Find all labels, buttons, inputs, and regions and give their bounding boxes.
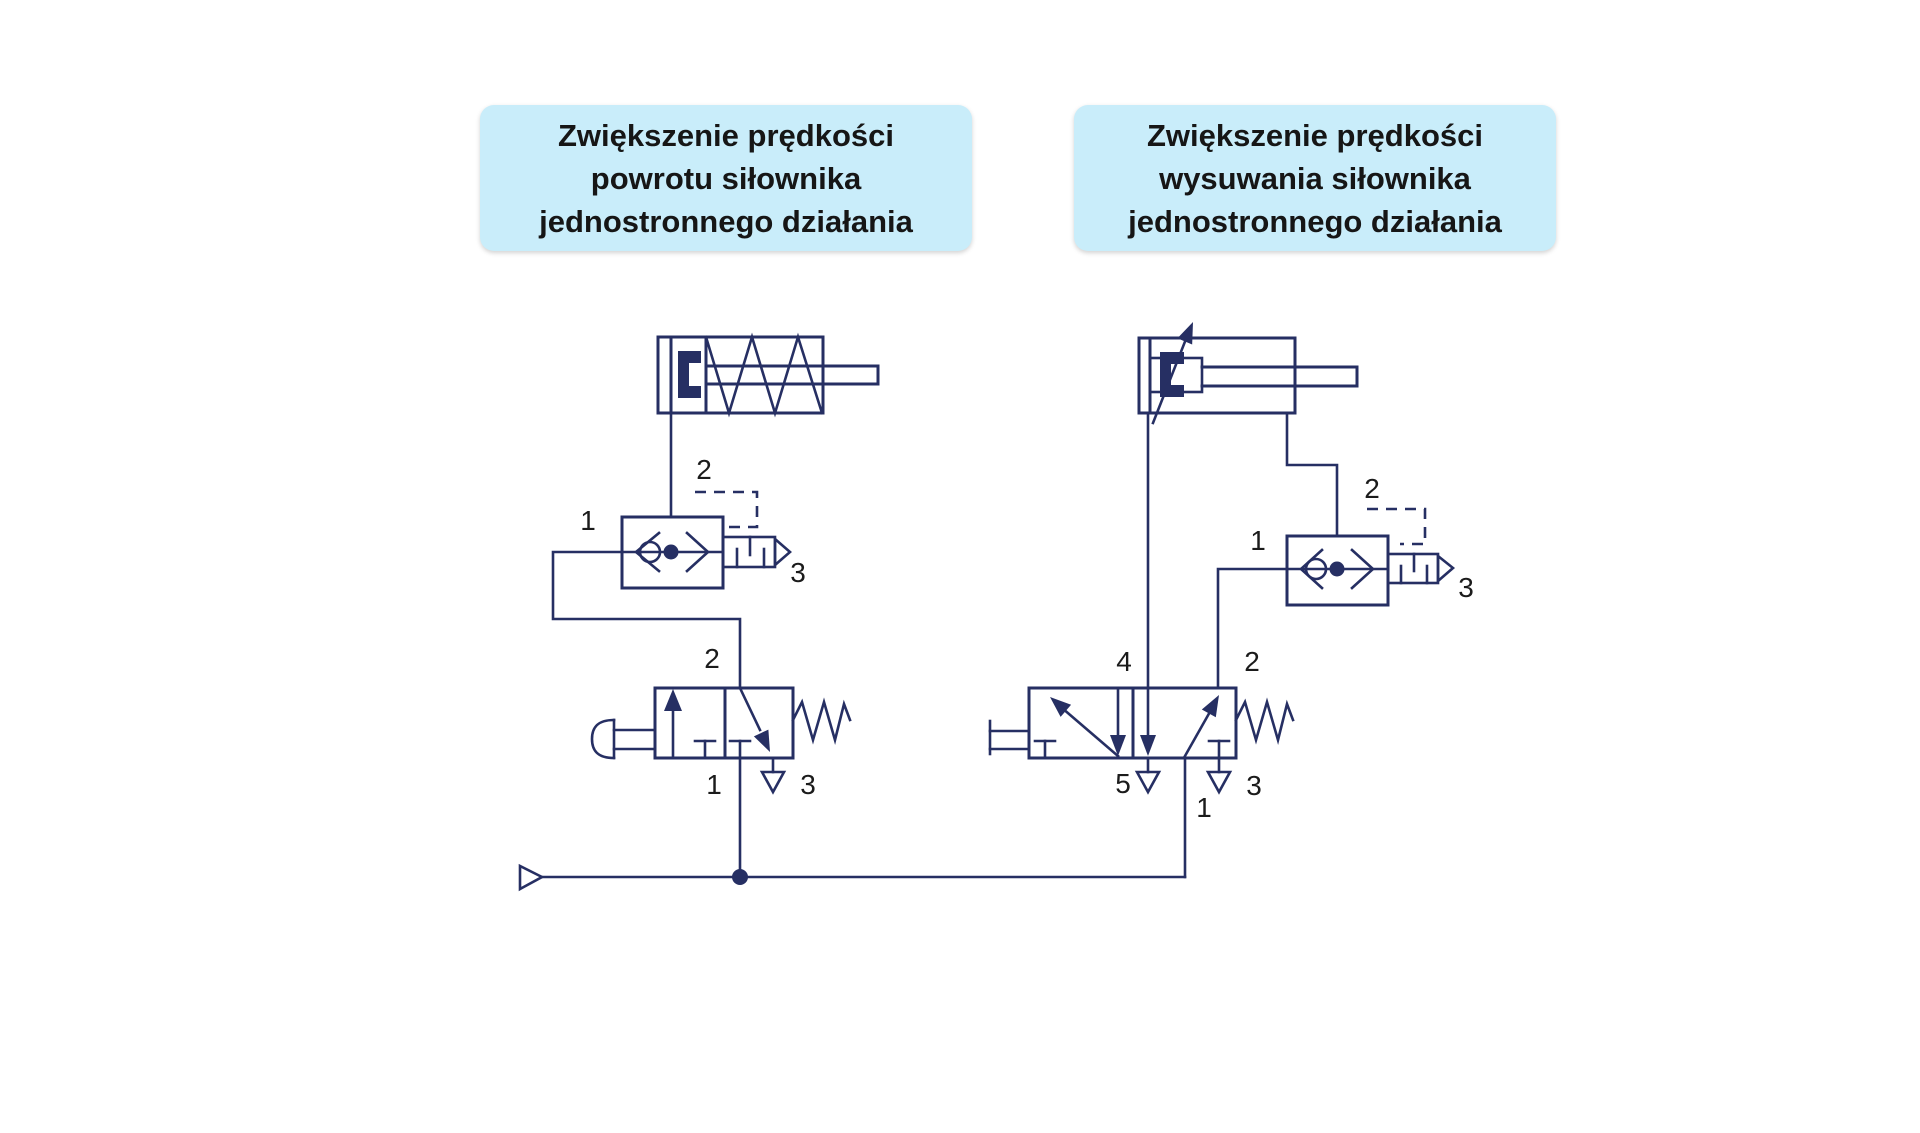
pass-arrow-head-icon	[664, 689, 682, 711]
down-arrow-head-icon	[1140, 735, 1156, 756]
silencer-outlet-triangle	[1436, 553, 1456, 584]
flow-arrow-icon	[685, 531, 710, 573]
cylinder-body	[1137, 336, 1297, 415]
qev-junction-dot	[663, 544, 679, 560]
right-valve-port2-label: 2	[1244, 646, 1260, 677]
valve-position-rest	[723, 686, 795, 760]
left-qev-port3-label: 3	[790, 557, 806, 588]
exhaust-triangle-icon	[1134, 770, 1162, 795]
right-valve-port1-label: 1	[1196, 792, 1212, 823]
adjustability-arrow-shaft	[1151, 337, 1188, 425]
pushbutton-actuator-icon	[590, 718, 657, 760]
cylinder-body	[656, 335, 825, 415]
lever-actuator-icon	[988, 719, 1031, 756]
left-valve-port1-label: 1	[706, 769, 722, 800]
check-valve-ball-icon	[638, 540, 662, 564]
valve-return-spring-icon	[1234, 697, 1295, 745]
right-qev-port3-label: 3	[1458, 572, 1474, 603]
title-right-circuit: Zwiększenie prędkości wysuwania siłownik…	[1074, 105, 1556, 251]
piston-seal-icon	[1160, 352, 1184, 397]
title-left-line1: Zwiększenie prędkości	[558, 117, 894, 153]
title-left-line3: jednostronnego działania	[539, 203, 913, 239]
flow-arrow-icon	[1350, 548, 1375, 590]
cross-arrow-shaft	[1060, 706, 1120, 758]
exhaust-arrow-shaft	[738, 686, 762, 732]
quick-exhaust-valve-right	[1216, 507, 1456, 690]
return-spring-icon	[704, 332, 824, 418]
right-valve-port5-label: 5	[1115, 768, 1131, 799]
down-arrow-head-icon	[1110, 735, 1126, 756]
air-source-triangle-icon	[518, 863, 545, 892]
piston-seal-icon	[678, 351, 701, 398]
single-acting-cylinder-cushioned	[1137, 322, 1359, 690]
silencer-icon	[1386, 552, 1456, 585]
title-right-line2: wysuwania siłownika	[1159, 160, 1471, 196]
right-qev-port1-label: 1	[1250, 525, 1266, 556]
cross-arrow-head-icon	[1050, 697, 1072, 717]
right-qev-port2-label: 2	[1364, 473, 1380, 504]
title-left-line2: powrotu siłownika	[590, 160, 862, 196]
pushbutton-cap	[590, 718, 616, 760]
check-valve-seat-icon	[1299, 548, 1324, 590]
valve-return-spring-icon	[791, 697, 852, 745]
left-valve-port2-label: 2	[704, 643, 720, 674]
qev-junction-dot	[1329, 561, 1345, 577]
pass-arrow-head-icon	[1201, 695, 1219, 718]
exhaust-triangle-icon	[1205, 770, 1233, 795]
qev-to-valve-line	[1216, 567, 1289, 690]
supply-junction-dot	[732, 869, 748, 885]
pass-arrow-shaft	[1183, 708, 1213, 758]
title-right-line3: jednostronnego działania	[1128, 203, 1502, 239]
cylinder-port2-line	[1285, 411, 1339, 571]
right-valve-port4-label: 4	[1116, 646, 1132, 677]
valve-3-2-pushbutton	[590, 686, 852, 879]
check-valve-seat-icon	[633, 531, 661, 573]
valve-position-actuated	[653, 686, 727, 760]
title-left-circuit: Zwiększenie prędkości powrotu siłownika …	[480, 105, 972, 251]
silencer-icon	[721, 535, 792, 569]
title-right-line1: Zwiększenie prędkości	[1147, 117, 1483, 153]
compressed-air-source	[518, 756, 1187, 892]
check-valve-ball-icon	[1304, 557, 1328, 581]
adjustability-arrow-head-icon	[1177, 322, 1193, 345]
exhaust-triangle-icon	[759, 770, 787, 795]
left-qev-port2-label: 2	[696, 454, 712, 485]
exhaust-arrow-head-icon	[753, 729, 770, 752]
silencer-outlet-triangle	[773, 536, 792, 568]
exhaust-path-dashed-line	[1367, 507, 1427, 546]
right-valve-port3-label: 3	[1246, 770, 1262, 801]
left-qev-port1-label: 1	[580, 505, 596, 536]
qev-to-valve-line	[551, 550, 742, 690]
valve-5-2-lever	[988, 686, 1295, 795]
quick-exhaust-valve-left	[551, 490, 792, 690]
left-valve-port3-label: 3	[800, 769, 816, 800]
exhaust-path-dashed-line	[695, 490, 759, 529]
